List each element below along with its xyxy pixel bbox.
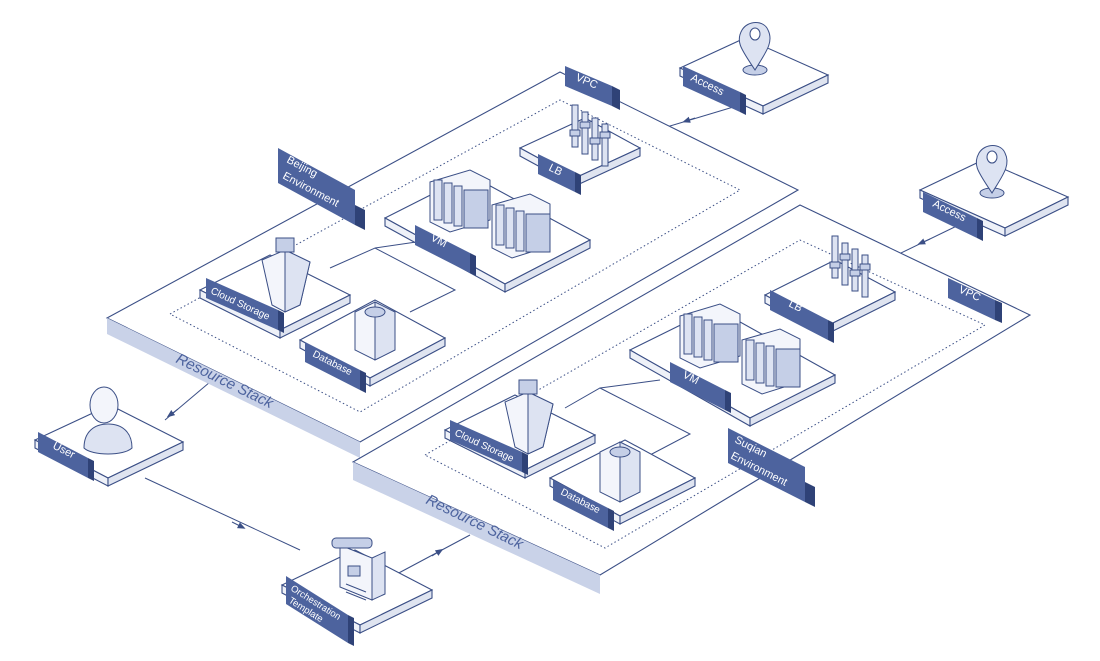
document-icon xyxy=(331,537,386,601)
beijing-vpc-boundary xyxy=(168,99,742,413)
cloud-storage-icon xyxy=(504,379,554,455)
beijing-internal-links xyxy=(329,247,457,313)
beijing-access-arrow xyxy=(682,116,696,123)
database-icon xyxy=(354,301,396,361)
server-stack-icon xyxy=(491,193,551,259)
beijing-environment: Resource Stack VPC Beijing Environment L… xyxy=(105,66,800,458)
server-stack-icon xyxy=(429,169,491,233)
template-to-suqian-line xyxy=(394,534,471,576)
template-to-suqian-arrow xyxy=(431,548,444,557)
suqian-internal-links xyxy=(564,387,692,456)
suqian-access-node: Access xyxy=(918,145,1070,241)
stack-to-user-arrow xyxy=(166,408,179,418)
user-to-template-arrow xyxy=(231,521,246,529)
cloud-storage-icon xyxy=(261,237,311,313)
suqian-cloud-storage-node: Cloud Storage xyxy=(443,379,597,479)
beijing-access-node: Access xyxy=(678,22,830,115)
beijing-vm-node: VM xyxy=(383,169,592,293)
location-pin-icon xyxy=(975,145,1008,199)
suqian-lb-node: LB xyxy=(763,235,897,343)
suqian-vpc-tag: VPC xyxy=(948,278,1002,323)
svg-text:LB: LB xyxy=(787,298,804,315)
user-to-template-line xyxy=(144,477,301,551)
beijing-database-node: Database xyxy=(298,299,447,393)
location-pin-icon xyxy=(738,22,771,76)
suqian-vpc-boundary xyxy=(423,239,987,549)
beijing-cloud-storage-node: Cloud Storage xyxy=(198,237,352,339)
suqian-database-node: Database xyxy=(548,439,697,531)
beijing-resource-stack-band xyxy=(107,318,360,458)
load-balancer-icon xyxy=(829,235,871,298)
suqian-access-arrow xyxy=(917,238,931,245)
user-node: User xyxy=(33,386,185,487)
suqian-resource-stack-band xyxy=(353,462,600,594)
orchestration-template-node: Orchestration Template xyxy=(280,537,434,646)
user-icon xyxy=(83,386,133,455)
server-stack-icon xyxy=(741,328,801,395)
database-icon xyxy=(599,441,641,503)
suqian-vm-node: VM xyxy=(628,303,837,427)
load-balancer-icon xyxy=(569,104,611,167)
svg-text:LB: LB xyxy=(547,162,564,179)
beijing-lb-node: LB xyxy=(518,104,642,195)
suqian-environment: Resource Stack VPC Suqian Environment LB xyxy=(351,204,1032,594)
server-stack-icon xyxy=(679,303,741,369)
